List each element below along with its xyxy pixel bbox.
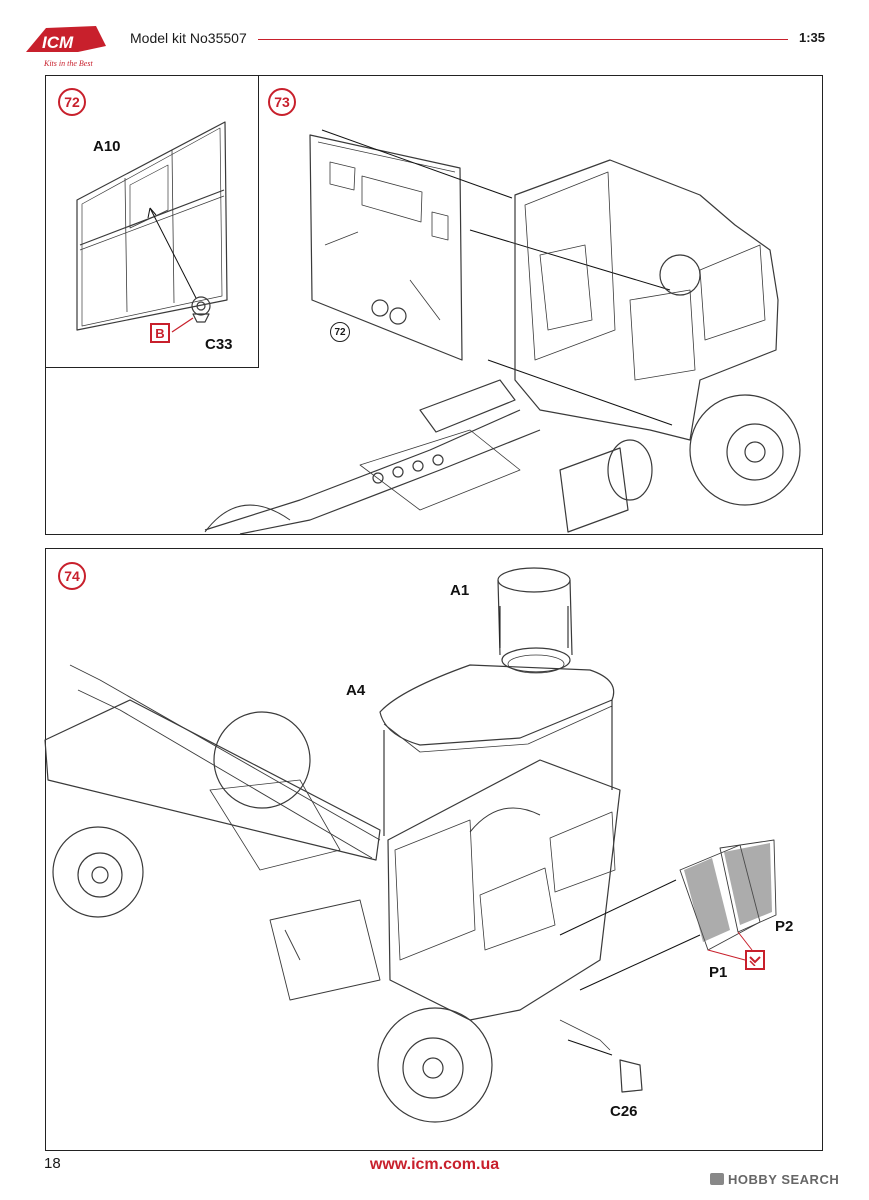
step-72-badge: 72	[58, 88, 86, 116]
part-label-a10: A10	[93, 138, 121, 155]
part-label-a1: A1	[450, 582, 470, 599]
scale-label: 1:35	[799, 30, 826, 45]
photo-etch-marker	[745, 950, 765, 970]
step-74-badge: 74	[58, 562, 86, 590]
step-74-drawing	[44, 567, 777, 1123]
kit-number: Model kit No35507	[130, 30, 247, 46]
part-label-c33: C33	[205, 336, 233, 353]
watermark-icon	[710, 1173, 724, 1185]
step-73-badge: 73	[268, 88, 296, 116]
part-label-p2: P2	[775, 918, 794, 935]
logo-text: ICM	[42, 33, 74, 52]
logo-tagline: Kits in the Best	[43, 59, 93, 68]
page-number: 18	[44, 1155, 61, 1172]
part-label-c26: C26	[610, 1103, 638, 1120]
logo-shape	[26, 26, 106, 52]
photo-etch-icon	[749, 956, 761, 966]
step-72-inset	[45, 75, 259, 368]
step-72-drawing	[76, 121, 228, 333]
icm-logo: ICM Kits in the Best	[18, 18, 113, 70]
part-label-a4: A4	[346, 682, 366, 699]
marker-b: B	[150, 323, 170, 343]
grille-p2-texture	[724, 843, 772, 925]
footer-url[interactable]: www.icm.com.ua	[369, 1156, 500, 1173]
watermark: HOBBY SEARCH	[710, 1172, 839, 1187]
step-73-drawing	[204, 129, 801, 535]
bottom-panel	[45, 548, 823, 1151]
watermark-text: HOBBY SEARCH	[728, 1172, 840, 1187]
grille-p1-texture	[684, 858, 730, 942]
part-label-p1: P1	[709, 964, 728, 981]
step-72-reference-badge: 72	[330, 322, 350, 342]
header-rule	[258, 39, 788, 40]
